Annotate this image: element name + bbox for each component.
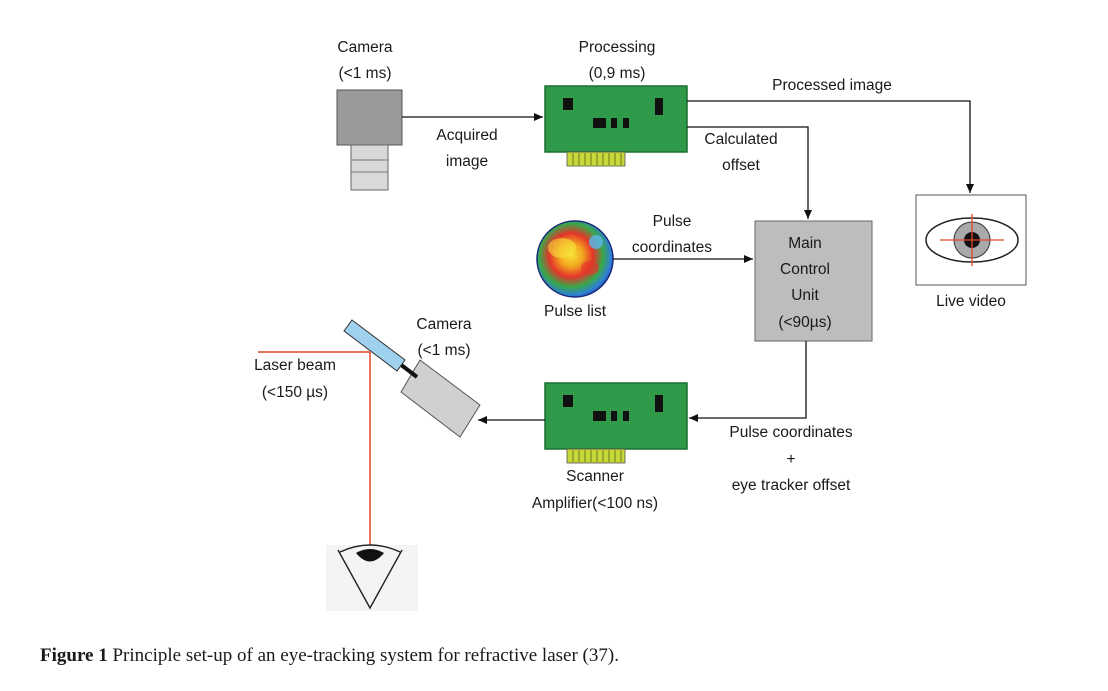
bottom-camera: [398, 359, 481, 438]
scanner-title: Scanner: [566, 468, 624, 485]
laser-beam-title: Laser beam: [254, 357, 336, 374]
control-to-scanner-arrow: [689, 341, 807, 422]
calculated-offset-arrow: [687, 126, 812, 219]
to-scanner-label-2: +: [786, 451, 795, 468]
processing-title: Processing: [579, 39, 656, 56]
top-camera-title: Camera: [337, 39, 393, 56]
bottom-camera-title: Camera: [416, 316, 472, 333]
figure-caption-text: Principle set-up of an eye-tracking syst…: [112, 645, 619, 666]
to-scanner-label-1: Pulse coordinates: [729, 424, 852, 441]
processed-image-arrow: [687, 100, 974, 193]
processing-board: [544, 85, 688, 167]
laser-beam-timing: (<150 µs): [262, 384, 328, 401]
main-control-line1: Main: [788, 235, 822, 252]
acquired-image-label-1: Acquired: [436, 127, 497, 144]
pulse-coordinates-label-1: Pulse: [653, 213, 692, 230]
main-control-timing: (<90µs): [778, 314, 831, 331]
main-control-line3: Unit: [791, 287, 819, 304]
to-scanner-label-3: eye tracker offset: [732, 477, 851, 494]
scanner-board: [544, 382, 688, 464]
bottom-camera-timing: (<1 ms): [418, 342, 471, 359]
pulse-list-map: [536, 220, 614, 298]
scan-mirror: [343, 319, 406, 372]
figure-caption-label: Figure 1: [40, 645, 108, 666]
calculated-offset-label-1: Calculated: [704, 131, 777, 148]
acquired-image-label-2: image: [446, 153, 488, 170]
main-control-unit: [754, 220, 873, 342]
top-camera: [336, 89, 403, 191]
calculated-offset-label-2: offset: [722, 157, 760, 174]
patient-eye: [326, 544, 418, 611]
scanner-subtitle: Amplifier(<100 ns): [532, 495, 658, 512]
laser-beam: [258, 351, 371, 548]
top-camera-timing: (<1 ms): [339, 65, 392, 82]
live-video-monitor: [915, 194, 1027, 286]
figure-caption: Figure 1 Principle set-up of an eye-trac…: [40, 645, 619, 667]
main-control-line2: Control: [780, 261, 830, 278]
live-video-label: Live video: [936, 293, 1006, 310]
pulse-list-label: Pulse list: [544, 303, 607, 320]
processed-image-label: Processed image: [772, 77, 892, 94]
processing-timing: (0,9 ms): [589, 65, 646, 82]
pulse-coordinates-label-2: coordinates: [632, 239, 712, 256]
